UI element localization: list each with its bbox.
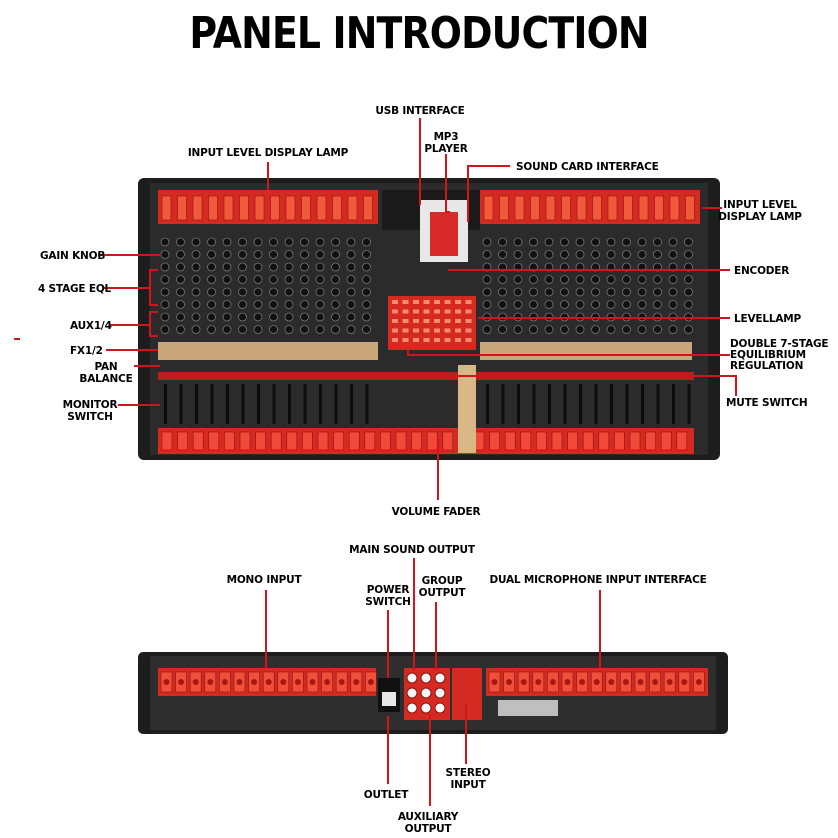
label-mono-input: MONO INPUT: [227, 574, 303, 586]
mixer-top-icon: [138, 178, 720, 460]
page-title: PANEL INTRODUCTION: [189, 8, 649, 59]
label-levellamp: LEVELLAMP: [734, 313, 802, 325]
label-input-level-right-2: DISPLAY LAMP: [718, 211, 802, 223]
label-group: GROUP: [422, 575, 463, 587]
label-input-level-left: INPUT LEVEL DISPLAY LAMP: [188, 147, 349, 159]
label-stereo: STEREO: [446, 767, 491, 779]
meter-strip-left: [161, 195, 373, 221]
label-input-level-right-1: INPUT LEVEL: [723, 199, 797, 211]
label-encoder: ENCODER: [734, 265, 789, 277]
label-mute-switch: MUTE SWITCH: [726, 397, 807, 409]
label-outlet: OUTLET: [364, 789, 409, 801]
mixer-rear-icon: [138, 652, 728, 734]
label-main-sound-output: MAIN SOUND OUTPUT: [349, 544, 476, 556]
label-gain-knob: GAIN KNOB: [40, 250, 105, 262]
label-stage-eql: 4 STAGE EQL: [38, 283, 112, 295]
label-stereo-input: INPUT: [450, 779, 486, 791]
label-volume-fader: VOLUME FADER: [392, 506, 481, 518]
label-monitor: MONITOR: [63, 399, 118, 411]
label-dual-mic: DUAL MICROPHONE INPUT INTERFACE: [489, 574, 706, 586]
label-double-eq-3: REGULATION: [730, 360, 803, 372]
leader-lines: [14, 118, 737, 806]
label-aux-output: OUTPUT: [405, 823, 453, 835]
label-balance: BALANCE: [79, 373, 132, 385]
label-auxiliary: AUXILIARY: [398, 811, 459, 823]
label-usb-interface: USB INTERFACE: [375, 105, 464, 117]
label-pan: PAN: [94, 361, 117, 373]
label-aux: AUX1/4: [70, 320, 112, 332]
label-group-output: OUTPUT: [419, 587, 467, 599]
label-double-eq-2: EQUILIBRIUM: [730, 349, 806, 361]
bottom-labels: MAIN SOUND OUTPUT MONO INPUT POWER SWITC…: [227, 544, 707, 835]
label-mp3: MP3: [434, 131, 459, 143]
label-sound-card: SOUND CARD INTERFACE: [516, 161, 659, 173]
top-labels: USB INTERFACE MP3 PLAYER SOUND CARD INTE…: [38, 105, 829, 518]
label-power-switch: SWITCH: [365, 596, 411, 608]
label-player: PLAYER: [424, 143, 467, 155]
label-power: POWER: [367, 584, 410, 596]
label-fx: FX1/2: [70, 345, 103, 357]
label-double-eq-1: DOUBLE 7-STAGE: [730, 338, 828, 350]
label-switch: SWITCH: [67, 411, 113, 423]
meter-strip-right: [483, 195, 695, 221]
